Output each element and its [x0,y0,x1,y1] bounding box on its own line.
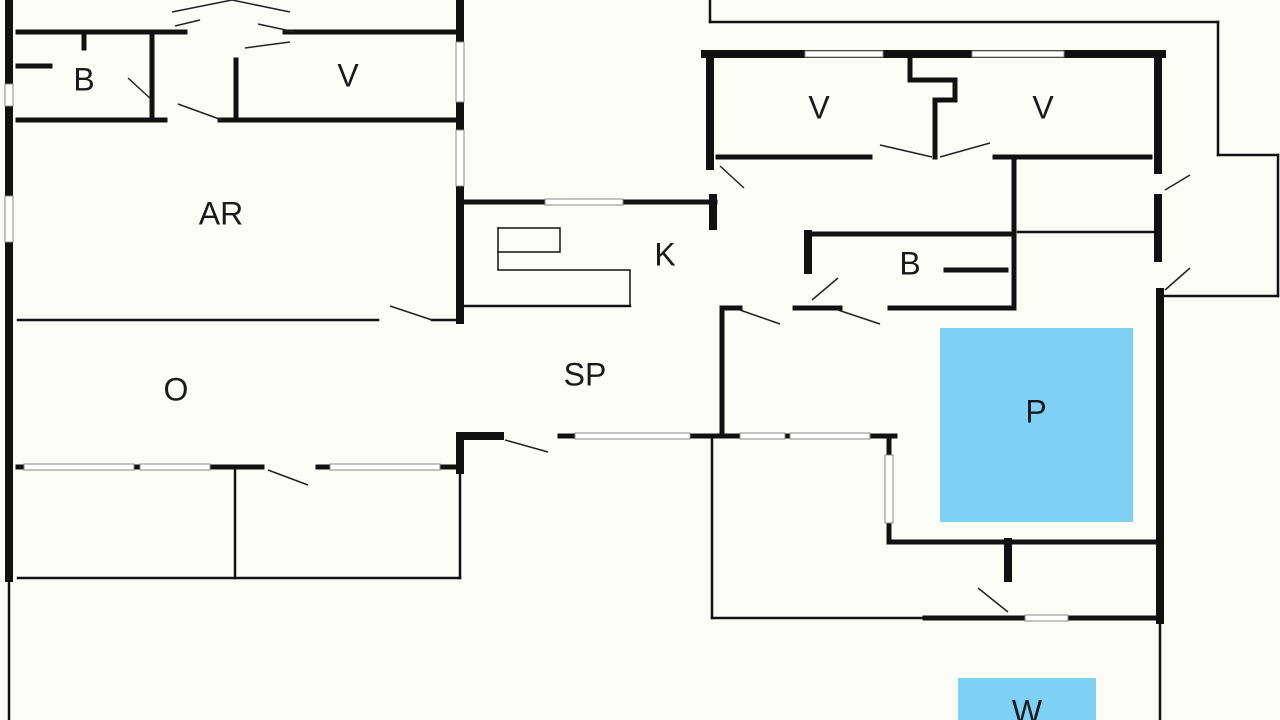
room-label-ar: AR [199,195,243,231]
window [139,463,211,471]
room-label-b-mid: B [899,245,920,281]
window [884,454,894,524]
right-wing-doors [719,142,1191,613]
room-label-sp: SP [564,356,607,392]
pool-area [940,328,1133,522]
window [4,195,14,243]
left-wing-walls [5,0,504,720]
window [544,198,624,206]
w-area [958,678,1096,720]
room-label-w: W [1012,693,1043,720]
window [574,432,691,440]
middle-doors [504,309,881,453]
window [1024,614,1069,622]
window [739,432,786,440]
window [23,463,135,471]
window [804,50,884,58]
room-label-k: K [654,236,675,272]
room-label-v-top: V [337,57,359,93]
left-wing-doors [127,0,433,486]
window [455,41,465,103]
room-label-p: P [1025,393,1046,429]
window [455,129,465,187]
room-label-v-right-1: V [808,89,830,125]
window [4,83,14,107]
room-label-o: O [164,371,189,407]
window [329,463,441,471]
window [789,432,871,440]
room-label-v-right-2: V [1032,89,1054,125]
room-label-b-top: B [73,61,94,97]
window [971,50,1065,58]
right-wing-walls [701,0,1280,720]
